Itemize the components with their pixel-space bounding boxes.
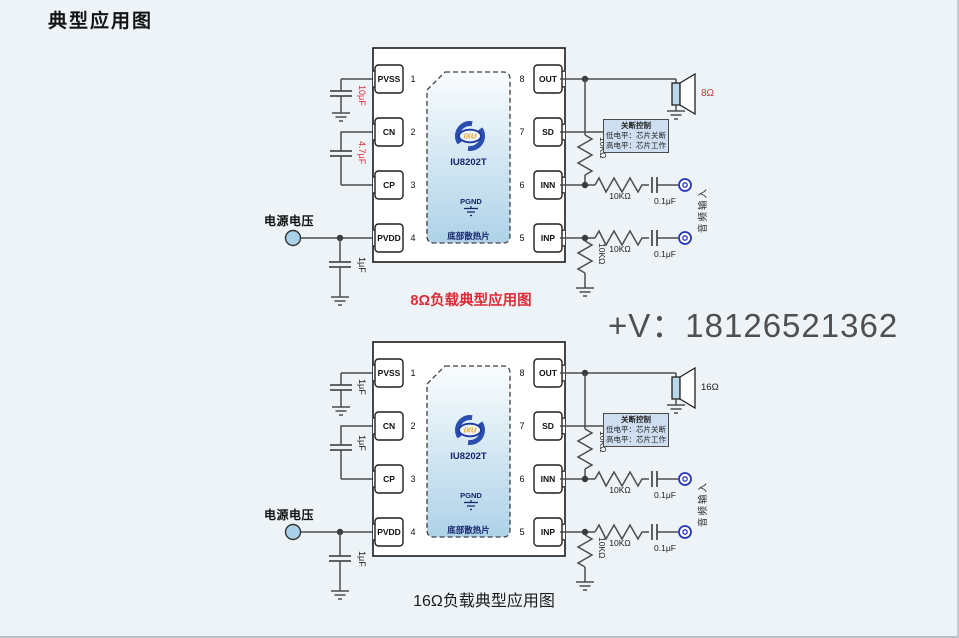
c1-cap2-value: 4.7μF xyxy=(357,141,367,165)
c1-inp-resistor-value: 10KΩ xyxy=(609,244,631,254)
c1-caption: 8Ω负载典型应用图 xyxy=(410,293,532,309)
control-box-low-line: 低电平：芯片关断 xyxy=(606,424,666,434)
c1-supply-label: 电源电压 xyxy=(263,214,314,228)
c2-inn-resistor-value: 10KΩ xyxy=(609,485,631,495)
page-title: 典型应用图 xyxy=(48,11,154,32)
control-box-high-line: 高电平：芯片工作 xyxy=(606,140,666,150)
c1-inn-resistor-value: 10KΩ xyxy=(609,191,631,201)
c1-audio-input-label: 音频输入 xyxy=(698,186,709,233)
c1-shutdown-control-box: 关断控制 低电平：芯片关断 高电平：芯片工作 xyxy=(603,119,669,153)
c2-inn-cap-value: 0.1μF xyxy=(654,490,676,500)
c1-cap3-value: 1μF xyxy=(357,257,367,273)
c2-cap1-value: 1μF xyxy=(357,379,367,395)
c1-cap1-value: 10μF xyxy=(357,85,367,106)
c2-caption: 16Ω负载典型应用图 xyxy=(413,593,555,610)
c2-shutdown-control-box: 关断控制 低电平：芯片关断 高电平：芯片工作 xyxy=(603,413,669,447)
c2-cap3-value: 1μF xyxy=(357,551,367,567)
control-box-title: 关断控制 xyxy=(621,121,651,130)
circuit-2-schematic xyxy=(286,342,696,599)
control-box-title: 关断控制 xyxy=(621,415,651,424)
c2-audio-input-label: 音频输入 xyxy=(698,480,709,527)
c1-inp-cap-value: 0.1μF xyxy=(654,249,676,259)
c1-ground-resistor-value: 10KΩ xyxy=(597,243,607,265)
watermark-text: +V：18126521362 xyxy=(608,307,899,344)
circuit-1-schematic xyxy=(286,48,696,305)
c2-speaker-load-value: 16Ω xyxy=(701,382,719,393)
control-box-high-line: 高电平：芯片工作 xyxy=(606,434,666,444)
c2-inp-cap-value: 0.1μF xyxy=(654,543,676,553)
c2-ground-resistor-value: 10KΩ xyxy=(597,537,607,559)
c1-speaker-load-value: 8Ω xyxy=(701,88,715,99)
c2-supply-label: 电源电压 xyxy=(263,508,314,522)
c1-inn-cap-value: 0.1μF xyxy=(654,196,676,206)
control-box-low-line: 低电平：芯片关断 xyxy=(606,130,666,140)
c2-inp-resistor-value: 10KΩ xyxy=(609,538,631,548)
c2-cap2-value: 1μF xyxy=(357,435,367,451)
